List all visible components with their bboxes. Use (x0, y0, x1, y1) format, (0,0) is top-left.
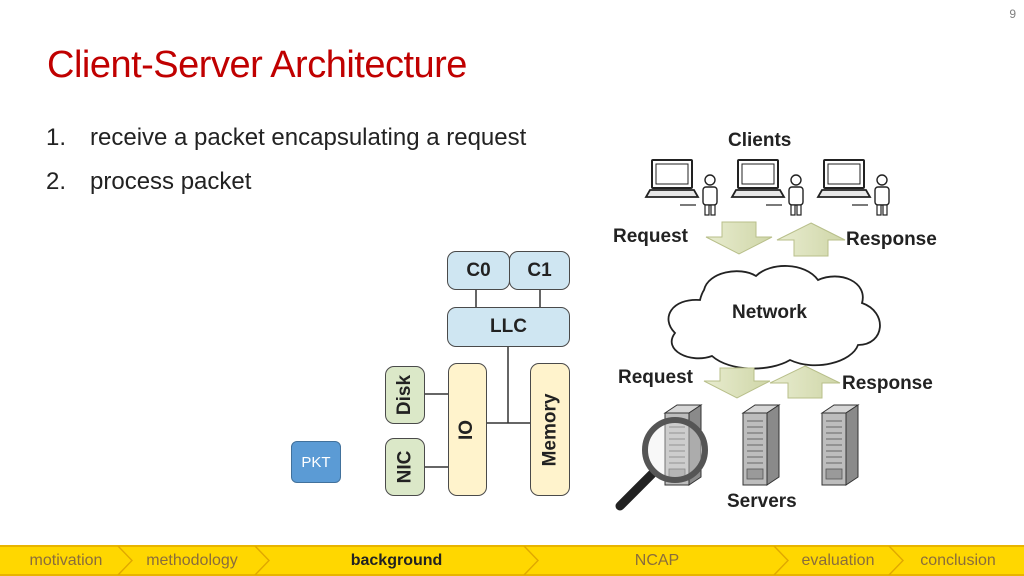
disk-box: Disk (385, 366, 425, 424)
arrow-up-icon (769, 365, 841, 399)
llc-box: LLC (447, 307, 570, 347)
bullet-text: receive a packet encapsulating a request (90, 124, 527, 151)
person-icon (874, 174, 890, 216)
network-cloud-icon (667, 265, 881, 370)
bullet-item: 2. process packet (46, 168, 526, 212)
nic-box: NIC (385, 438, 425, 496)
slide-title: Client-Server Architecture (47, 44, 467, 86)
arrow-down-icon (705, 221, 773, 255)
magnifier-icon (615, 417, 708, 511)
person-icon (702, 174, 718, 216)
server-icon (821, 404, 859, 486)
page-number: 9 (1009, 7, 1016, 21)
nav-item-background[interactable]: background (350, 551, 443, 569)
memory-box: Memory (530, 363, 570, 496)
nav-chevrons (0, 545, 1024, 576)
network-label: Network (732, 302, 807, 323)
nav-item-motivation[interactable]: motivation (29, 551, 103, 569)
bottom-request-label: Request (618, 367, 693, 388)
io-box: IO (448, 363, 487, 496)
bottom-response-label: Response (842, 373, 933, 394)
nav-item-evaluation[interactable]: evaluation (801, 551, 875, 569)
bullet-number: 1. (46, 124, 67, 151)
core-c1: C1 (509, 251, 570, 290)
nav-item-methodology[interactable]: methodology (146, 551, 238, 569)
bullet-text: process packet (90, 168, 252, 195)
nav-item-conclusion[interactable]: conclusion (920, 551, 996, 569)
arrow-down-icon (703, 367, 771, 399)
llc-label: LLC (490, 316, 527, 337)
packet-label: PKT (301, 453, 331, 471)
core-c1-label: C1 (527, 259, 552, 281)
laptop-icon (645, 159, 699, 206)
laptop-icon (817, 159, 871, 206)
servers-label: Servers (727, 491, 797, 512)
top-request-label: Request (613, 226, 688, 247)
bullet-item: 1. receive a packet encapsulating a requ… (46, 124, 526, 168)
arrow-up-icon (776, 222, 846, 257)
core-c0: C0 (447, 251, 510, 290)
person-icon (788, 174, 804, 216)
bullet-list: 1. receive a packet encapsulating a requ… (46, 124, 526, 212)
section-nav-bar: motivation methodology background NCAP e… (0, 545, 1024, 576)
nav-item-ncap[interactable]: NCAP (634, 551, 680, 569)
clients-label: Clients (728, 130, 792, 151)
laptop-icon (731, 159, 785, 206)
packet-box: PKT (291, 441, 341, 483)
top-response-label: Response (846, 229, 937, 250)
bullet-number: 2. (46, 168, 67, 195)
server-icon (742, 404, 780, 486)
core-c0-label: C0 (466, 259, 491, 281)
